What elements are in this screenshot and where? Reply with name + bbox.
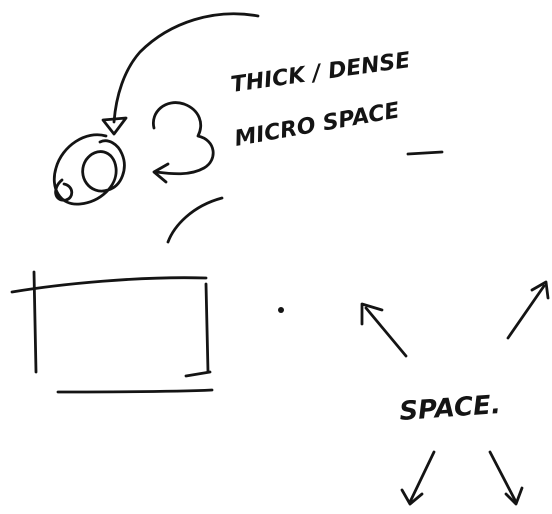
dense-knot-scribble [54,135,124,204]
annotation-line-2: MICRO SPACE [233,98,402,152]
rectangle-bottom-edge [58,390,212,392]
rectangle-right-edge [206,284,208,372]
lower-curve-stroke [168,198,222,242]
curved-arrow-head [103,118,126,134]
rectangle-left-edge [34,272,36,372]
small-dot [278,307,284,313]
arrow-up-left [366,308,406,356]
annotation-line-1: THICK / DENSE [229,48,411,98]
space-label: SPACE. [398,390,501,427]
loop-arrow [153,103,213,174]
arrow-up-right [508,286,544,338]
rectangle-inner-stroke [186,372,210,376]
arrow-down-right [490,452,516,502]
annotation-underline [408,152,442,154]
rectangle-top-edge [12,278,206,292]
